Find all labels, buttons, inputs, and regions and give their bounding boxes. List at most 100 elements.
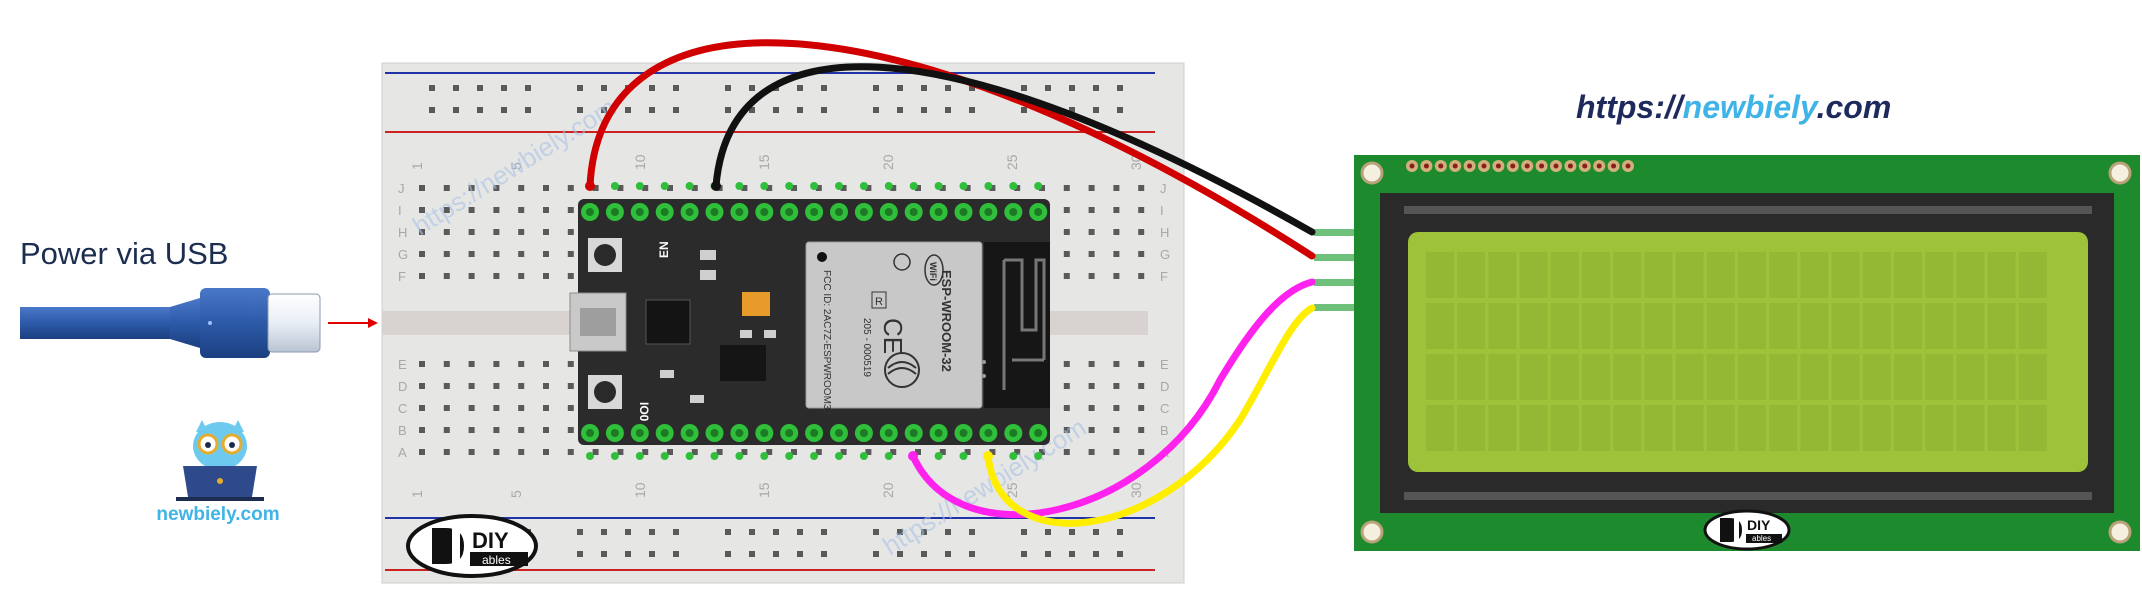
lcd-diyables-logo [1703, 509, 1791, 551]
bb-hole [493, 449, 500, 455]
bb-hole [1063, 273, 1070, 279]
bb-row-letter: E [398, 357, 407, 372]
bb-hole [493, 251, 500, 257]
bb-hole [1113, 273, 1120, 279]
esp32-pin-contact [959, 182, 968, 190]
site-url-prefix: https:// [1576, 89, 1686, 125]
lcd-cell [1550, 252, 1579, 298]
module-fcc: FCC ID: 2AC7Z-ESPWROOM32 [821, 270, 832, 415]
rail-hole [501, 85, 507, 91]
rail-hole [477, 85, 483, 91]
bb-hole [567, 427, 574, 433]
rail-hole [1021, 85, 1027, 91]
bb-hole [1063, 427, 1070, 433]
bb-hole [443, 427, 450, 433]
lcd-cell [1800, 303, 1829, 349]
bb-hole [1138, 229, 1145, 235]
bb-hole [468, 185, 475, 191]
bb-hole [419, 383, 425, 389]
lcd-cell [1582, 354, 1610, 400]
rail-hole [1021, 529, 1027, 535]
bb-hole [468, 251, 475, 257]
bb-hole [815, 449, 822, 455]
lcd-cell [1706, 354, 1735, 400]
bb-hole [543, 405, 549, 411]
bb-col-15: 15 [756, 154, 772, 170]
esp32-pin-contact [586, 452, 594, 460]
bb-hole [443, 361, 450, 367]
io0-button[interactable] [588, 375, 622, 409]
lcd-cell [1987, 252, 2016, 298]
rail-hole [897, 85, 903, 91]
en-button[interactable] [588, 238, 622, 272]
rail-hole [821, 107, 827, 113]
rail-hole [921, 529, 927, 535]
bb-hole [1014, 185, 1021, 191]
lcd-i2c-pins [1314, 229, 1354, 311]
lcd-cell [1613, 252, 1642, 298]
bb-hole [1113, 185, 1120, 191]
bb-hole [1088, 251, 1095, 257]
lcd-cell [1582, 252, 1610, 298]
lcd-cell [1831, 405, 1860, 451]
lcd-cell [1426, 303, 1454, 349]
lcd-cell [1862, 252, 1891, 298]
lcd-cell [1644, 303, 1673, 349]
bb-hole [567, 251, 574, 257]
lcd-cell [1925, 252, 1954, 298]
lcd-mount-hole-bl [1360, 520, 1384, 544]
rail-hole [577, 107, 583, 113]
lcd-cell [1644, 354, 1673, 400]
rail-hole [577, 529, 583, 535]
rail-hole [577, 85, 583, 91]
bb-hole [1063, 405, 1070, 411]
rail-hole [945, 85, 951, 91]
bb-hole [592, 449, 599, 455]
lcd-cell [1800, 252, 1829, 298]
rail-hole [577, 551, 583, 557]
rail-hole [873, 85, 879, 91]
bb-hole [890, 449, 897, 455]
bb-hole [939, 185, 946, 191]
rail-hole [749, 85, 755, 91]
bb-col-1: 1 [409, 162, 425, 170]
r-mark-letter: R [875, 296, 883, 308]
esp32-pin-contact [660, 452, 669, 460]
bb-hole [543, 361, 549, 367]
rail-hole [773, 107, 779, 113]
lcd-cell [1457, 354, 1486, 400]
rail-hole [821, 85, 827, 91]
rail-hole [797, 551, 803, 557]
bb-col-20: 20 [880, 154, 896, 170]
bb-hole [518, 207, 525, 213]
rail-hole [601, 107, 607, 113]
rail-hole [673, 107, 679, 113]
bb-hole [543, 427, 549, 433]
bb-hole [1039, 185, 1045, 191]
rail-hole [873, 551, 879, 557]
lcd-cell [1550, 405, 1579, 451]
rail-hole [649, 529, 655, 535]
bb-col-5: 5 [508, 162, 524, 170]
rail-hole [821, 551, 827, 557]
bb-row-letter: G [1160, 247, 1170, 262]
rail-hole [1045, 551, 1051, 557]
rail-hole [921, 107, 927, 113]
rail-hole [725, 107, 731, 113]
bb-row-letter: H [1160, 225, 1169, 240]
lcd-cell [1831, 303, 1860, 349]
lcd-cell [1987, 405, 2016, 451]
rail-hole [525, 107, 531, 113]
rail-hole [1117, 551, 1123, 557]
esp32-pin-contact [959, 452, 968, 460]
rail-hole [1069, 107, 1075, 113]
rail-hole [969, 551, 975, 557]
bb-hole [419, 449, 425, 455]
lcd-cell [1800, 405, 1829, 451]
bb-hole [518, 427, 525, 433]
bb-hole [468, 273, 475, 279]
bb-hole [419, 229, 425, 235]
bb-hole [1063, 185, 1070, 191]
bb-row-letter: I [398, 203, 402, 218]
rail-hole [897, 107, 903, 113]
